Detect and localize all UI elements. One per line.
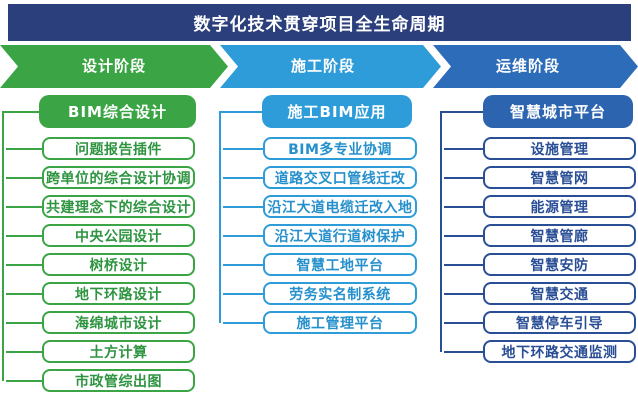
construction-item-box: BIM多专业协调 — [223, 137, 417, 160]
design-item-box: 树桥设计 — [6, 253, 195, 276]
operation-phase-arrow — [433, 45, 638, 88]
operation-item-box: 能源管理 — [444, 195, 636, 218]
design-item-box: 共建理念下的综合设计 — [6, 195, 195, 218]
diagram-title: 数字化技术贯穿项目全生命周期 — [193, 15, 446, 35]
operation-item-box: 智慧安防 — [444, 253, 636, 276]
operation-item-box: 智慧停车引导 — [444, 311, 636, 334]
operation-item-box: 设施管理 — [444, 137, 636, 160]
operation-item-box: 智慧管网 — [444, 166, 636, 189]
design-item-box: 土方计算 — [6, 340, 195, 363]
construction-item-box: 沿江大道行道树保护 — [223, 224, 417, 247]
design-column: BIM综合设计 问题报告插件 跨单位的综合设计协调 共建理念下的综合设计 中央公… — [4, 95, 196, 398]
construction-connector-line — [219, 111, 221, 323]
operation-connector-line — [440, 111, 442, 352]
phase-arrow-row — [0, 45, 638, 88]
design-item-box: 问题报告插件 — [6, 137, 195, 160]
design-header-box: BIM综合设计 — [4, 95, 196, 128]
construction-item-box: 道路交叉口管线迁改 — [223, 166, 417, 189]
title-banner: 数字化技术贯穿项目全生命周期 — [8, 4, 631, 41]
construction-column: 施工BIM应用 BIM多专业协调 道路交叉口管线迁改 沿江大道电缆迁改入地 沿江… — [221, 95, 417, 340]
construction-phase-arrow — [220, 45, 441, 88]
design-item-box: 市政管综出图 — [6, 369, 195, 392]
operation-header-box: 智慧城市平台 — [442, 95, 633, 128]
design-item-box: 跨单位的综合设计协调 — [6, 166, 195, 189]
design-phase-arrow — [0, 45, 228, 88]
design-connector-line — [2, 111, 4, 381]
construction-item-box: 沿江大道电缆迁改入地 — [223, 195, 417, 218]
construction-item-box: 智慧工地平台 — [223, 253, 417, 276]
design-phase-label: 设计阶段 — [81, 57, 146, 75]
operation-item-box: 地下环路交通监测 — [444, 340, 636, 363]
construction-item-box: 劳务实名制系统 — [223, 282, 417, 305]
design-item-box: 海绵城市设计 — [6, 311, 195, 334]
design-item-box: 中央公园设计 — [6, 224, 195, 247]
operation-item-box: 智慧管廊 — [444, 224, 636, 247]
design-item-box: 地下环路设计 — [6, 282, 195, 305]
construction-phase-label: 施工阶段 — [290, 57, 355, 75]
construction-item-box: 施工管理平台 — [223, 311, 417, 334]
operation-column: 智慧城市平台 设施管理 智慧管网 能源管理 智慧管廊 智慧安防 智慧交通 智慧停… — [442, 95, 636, 369]
operation-item-box: 智慧交通 — [444, 282, 636, 305]
operation-phase-label: 运维阶段 — [495, 57, 560, 75]
construction-header-box: 施工BIM应用 — [221, 95, 412, 128]
